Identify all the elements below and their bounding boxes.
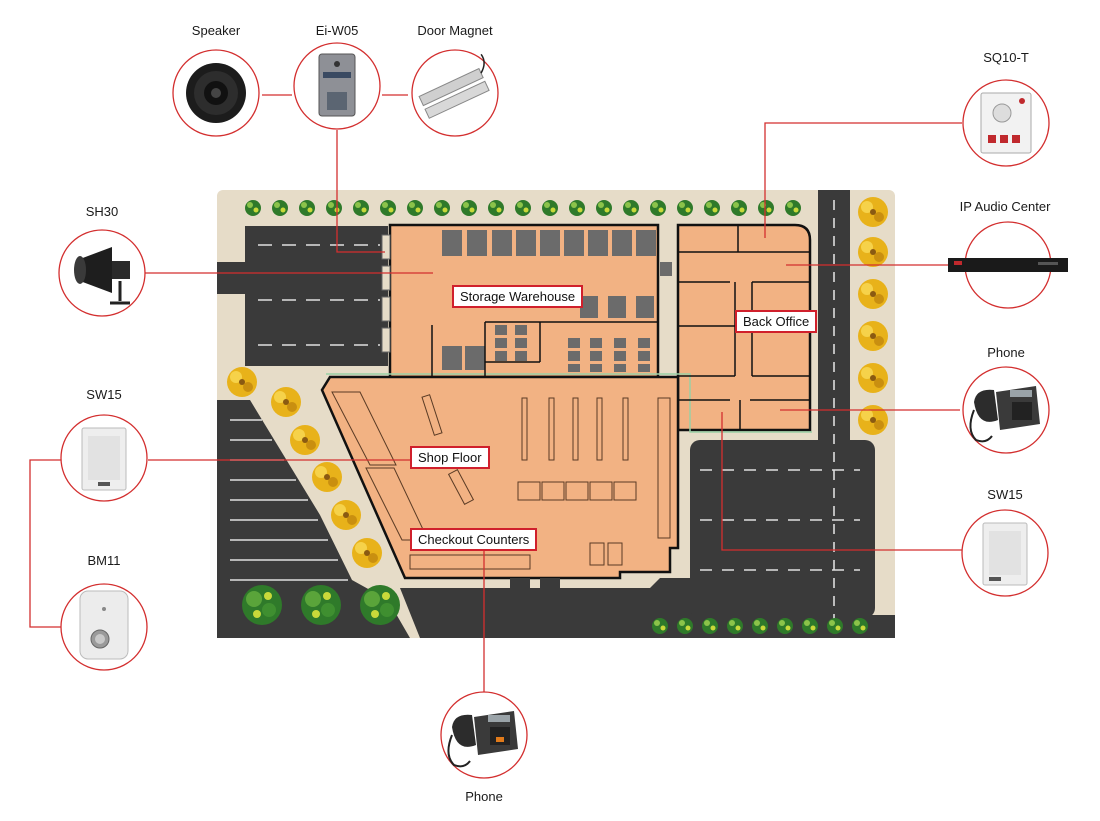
door-magnet-icon: [418, 53, 490, 119]
eiw05-device[interactable]: [293, 42, 381, 130]
parking-lot-north-west: [245, 226, 388, 366]
device-label-sq10t: SQ10-T: [983, 50, 1029, 65]
zone-label-back-office: Back Office: [735, 310, 818, 333]
line-eiw05: [336, 130, 385, 253]
parking-stripes: [230, 244, 860, 581]
phone-bottom-device[interactable]: [440, 691, 528, 779]
device-label-sw15-right: SW15: [987, 487, 1023, 502]
line-sw15-right: [721, 412, 962, 551]
device-label-ip-audio-center: IP Audio Center: [959, 199, 1051, 214]
green-trees: [242, 585, 400, 625]
wall-intercom-icon: [980, 92, 1032, 154]
shrub-row-south: [652, 618, 868, 634]
device-label-bm11: BM11: [87, 553, 121, 568]
zone-label-shop-floor: Shop Floor: [410, 446, 490, 469]
ip-audio-center-device[interactable]: [948, 221, 1068, 309]
device-label-phone-right: Phone: [987, 345, 1025, 360]
speaker-device[interactable]: [172, 49, 260, 137]
connector-lines: [29, 94, 962, 705]
desk-phone-icon: [969, 386, 1040, 443]
zone-label-checkout-counters: Checkout Counters: [410, 528, 538, 551]
entry-road: [217, 262, 257, 294]
sh30-device[interactable]: [58, 229, 146, 317]
sw15-right-device[interactable]: [961, 509, 1049, 597]
sq10t-device[interactable]: [962, 79, 1050, 167]
rack-unit-icon: [948, 258, 1068, 272]
wall-speaker-icon: [982, 522, 1028, 586]
bm11-device[interactable]: [60, 583, 148, 671]
loading-doors: [381, 234, 391, 353]
line-sq10t: [764, 122, 962, 238]
round-speaker-icon: [186, 63, 246, 123]
device-label-speaker: Speaker: [191, 23, 241, 38]
warehouse-shelves: [442, 230, 672, 372]
horn-speaker-icon: [74, 247, 130, 305]
line-sw15-left-bm11: [29, 459, 62, 628]
device-label-door-magnet: Door Magnet: [417, 23, 493, 38]
device-label-sh30: SH30: [85, 204, 119, 219]
desk-phone-icon: [447, 711, 518, 768]
intercom-panel-icon: [318, 53, 356, 117]
phone-right-device[interactable]: [962, 366, 1050, 454]
shrub-row-north: [245, 200, 801, 216]
door-magnet-device[interactable]: [411, 49, 499, 137]
device-label-sw15-left: SW15: [86, 387, 122, 402]
help-point-icon: [79, 590, 129, 660]
shop-floor-area: [320, 375, 680, 580]
wall-speaker-icon: [81, 427, 127, 491]
zone-label-storage-warehouse: Storage Warehouse: [452, 285, 584, 308]
sw15-left-device[interactable]: [60, 414, 148, 502]
device-label-eiw05: Ei-W05: [315, 23, 359, 38]
device-label-phone-bottom: Phone: [465, 789, 503, 804]
